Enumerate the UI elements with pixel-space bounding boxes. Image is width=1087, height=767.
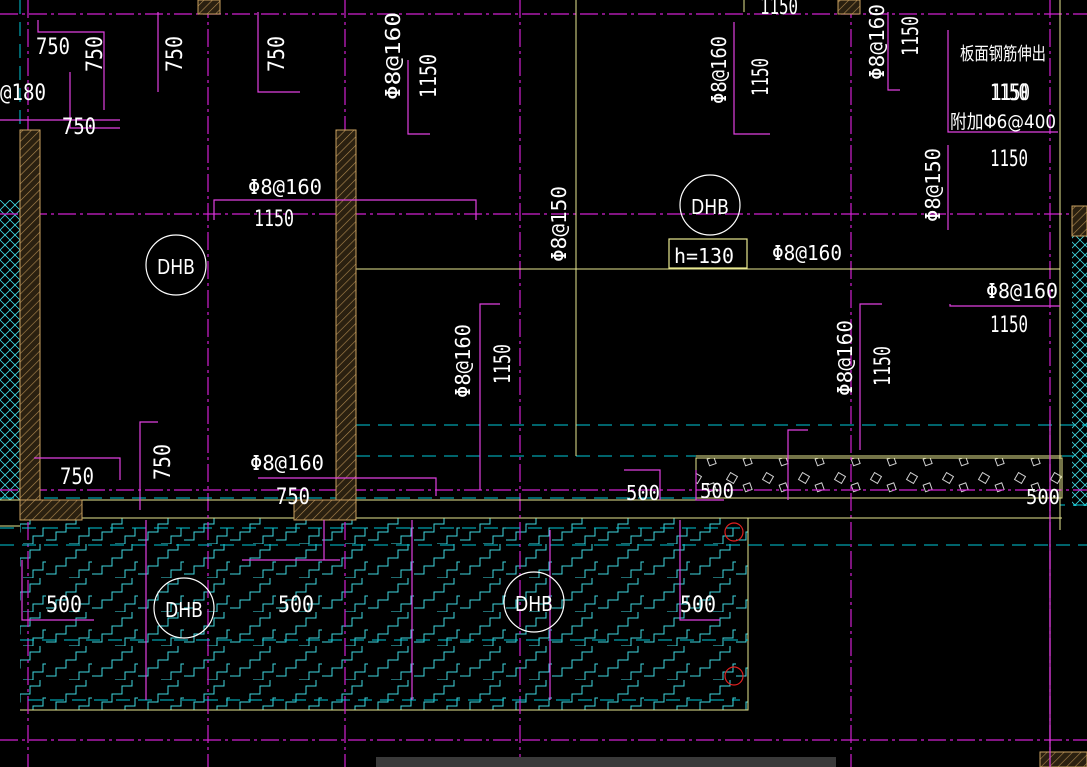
slab-label: DHB [165,598,203,622]
rebar-annotation: 500 [278,593,314,618]
rebar-annotation: 750 [265,36,290,72]
rebar-annotation: 750 [151,444,176,480]
rebar-annotation: 1150 [899,16,924,56]
note-slab-rebar-extend: 板面钢筋伸出 [960,44,1046,65]
rebar-annotation: Φ8@150 [921,148,945,222]
rebar-annotation: Φ8@160 [707,36,731,104]
rebar-annotation: Φ8@160 [381,12,405,100]
rebar-annotation: 500 [680,593,716,618]
note-additional-rebar: 附加Φ6@400 [950,111,1056,133]
note-value-1: 1150 [990,81,1028,106]
wall-segments [19,0,1087,767]
rebar-annotation: 500 [46,593,82,618]
cross-hatch-left [0,200,1087,506]
slab-label: DHB [157,255,195,279]
rebar-annotation: Φ8@150 [547,186,571,262]
rebar-annotation: 1150 [254,207,294,232]
thickness-box [668,238,748,269]
slab-label: DHB [515,592,553,616]
rebar-annotation: 500 [700,479,734,503]
rebar-annotation: Φ8@160 [250,451,324,475]
rebar-annotation: 1150 [990,313,1028,338]
slab-label-markers [145,174,741,639]
rebar-annotation: Φ8@160 [772,241,842,265]
note-value-2: 1150 [990,147,1028,172]
rebar-annotation: Φ8@160 [865,4,889,80]
rebar-annotation: 500 [1026,485,1060,509]
rebar-annotation: 750 [60,465,94,490]
rebar-annotation: 1150 [871,346,896,386]
rebar-annotation: Φ8@160 [248,175,322,199]
rebar-annotation: 1150 [760,0,798,20]
rebar-annotation: Φ8@160 [986,279,1058,303]
slab-label: DHB [691,195,729,219]
rebar-annotation: 750 [83,36,108,72]
stair-hatch-region [20,517,749,711]
rebar-annotation: 1150 [417,54,442,98]
rebar-annotation: Φ8@160 [833,320,857,396]
rebar-annotation: 1150 [749,58,774,96]
slab-thickness-label: h=130 [674,244,734,268]
rebar-annotation: 1150 [491,344,516,384]
rebar-annotation: 750 [276,485,310,510]
rebar-annotation: 750 [163,36,188,72]
rebar-annotation: @180 [0,81,46,106]
rebar-lines [0,12,1060,767]
rebar-annotation: 500 [626,481,660,505]
rebar-annotation: 1150 [992,81,1030,106]
rebar-annotation: 750 [62,115,96,140]
horizontal-scrollbar[interactable] [376,757,836,767]
diamond-hatch-strip [695,457,1063,499]
rebar-annotation: Φ8@160 [451,324,475,398]
red-markers [724,522,744,686]
rebar-annotation: 750 [36,35,70,60]
